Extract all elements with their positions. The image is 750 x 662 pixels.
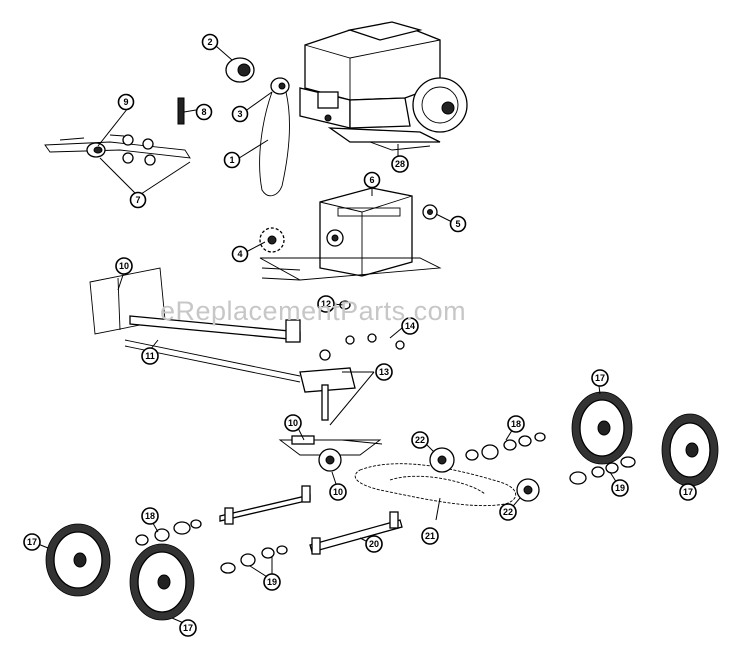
callout-17-left: 17: [23, 533, 41, 551]
callout-3: 3: [231, 105, 249, 123]
bearing-set-left: [135, 519, 202, 546]
callout-17-upper-right: 17: [591, 369, 609, 387]
callout-22-upper: 22: [411, 431, 429, 449]
callout-19-bottom: 19: [263, 573, 281, 591]
svg-text:17: 17: [27, 537, 37, 547]
sprocket-4: [259, 227, 285, 253]
callout-18-left: 18: [141, 507, 159, 525]
axle-upper: [219, 485, 311, 525]
shaft-11: [124, 300, 405, 383]
watermark-text: eReplacementParts.com: [160, 296, 467, 326]
wheel-rear-left: [129, 543, 195, 621]
wheel-front-right: [571, 391, 633, 465]
callout-4: 4: [231, 245, 249, 263]
svg-text:17: 17: [595, 373, 605, 383]
svg-text:7: 7: [135, 195, 140, 205]
svg-text:14: 14: [405, 321, 415, 331]
svg-text:9: 9: [123, 97, 128, 107]
svg-text:10: 10: [288, 418, 298, 428]
svg-text:5: 5: [455, 219, 460, 229]
svg-text:11: 11: [145, 351, 155, 361]
svg-text:12: 12: [321, 299, 331, 309]
sprocket-22-upper: [429, 447, 455, 473]
callout-22-lower: 22: [499, 503, 517, 521]
wheel-front-left: [45, 523, 111, 597]
callout-10-center: 10: [284, 414, 302, 432]
engine-pulley: [225, 57, 290, 95]
callout-12: 12: [317, 295, 335, 313]
engine: [299, 21, 468, 151]
callout-2: 2: [201, 33, 219, 51]
idler-bracket: [44, 97, 191, 166]
bearing-set-right-lower: [569, 456, 636, 485]
callout-28: 28: [391, 155, 409, 173]
bearing-set-19: [220, 545, 288, 574]
callout-21: 21: [421, 527, 439, 545]
svg-text:20: 20: [369, 539, 379, 549]
svg-text:18: 18: [145, 511, 155, 521]
callout-9: 9: [117, 93, 135, 111]
center-spindle: [278, 367, 383, 472]
callout-11: 11: [141, 347, 159, 365]
callout-18-right-upper: 18: [507, 415, 525, 433]
svg-text:8: 8: [201, 107, 206, 117]
svg-text:10: 10: [119, 261, 129, 271]
callout-14: 14: [401, 317, 419, 335]
svg-text:4: 4: [237, 249, 242, 259]
svg-text:13: 13: [379, 367, 389, 377]
callout-5: 5: [449, 215, 467, 233]
transmission: [259, 187, 442, 281]
callout-6: 6: [363, 171, 381, 189]
bearing-set-right-upper: [465, 432, 546, 461]
drive-belt-upper: [259, 91, 290, 197]
svg-text:19: 19: [615, 483, 625, 493]
svg-text:28: 28: [395, 159, 405, 169]
sprocket-22-lower: [516, 478, 540, 502]
svg-text:1: 1: [229, 155, 234, 165]
part-5: [422, 204, 438, 220]
callout-10-plate: 10: [115, 257, 133, 275]
callout-7: 7: [129, 191, 147, 209]
wheel-rear-right: [661, 413, 719, 487]
svg-text:10: 10: [333, 487, 343, 497]
axle-lower-20: [309, 511, 403, 555]
svg-text:17: 17: [683, 487, 693, 497]
callout-17-far-right: 17: [679, 483, 697, 501]
svg-text:19: 19: [267, 577, 277, 587]
callout-1: 1: [223, 151, 241, 169]
callout-13: 13: [375, 363, 393, 381]
callout-10-lower: 10: [329, 483, 347, 501]
svg-text:17: 17: [183, 623, 193, 633]
callout-19-right: 19: [611, 479, 629, 497]
svg-text:18: 18: [511, 419, 521, 429]
callout-17-bottom: 17: [179, 619, 197, 637]
callout-20: 20: [365, 535, 383, 553]
svg-text:6: 6: [369, 175, 374, 185]
svg-text:22: 22: [415, 435, 425, 445]
callout-labels: 1 2 3 4 5 6 7 8 9 10 10 10 11 12 13 14 1…: [23, 33, 697, 637]
callout-8: 8: [195, 103, 213, 121]
svg-text:2: 2: [207, 37, 212, 47]
svg-text:3: 3: [237, 109, 242, 119]
svg-text:21: 21: [425, 531, 435, 541]
svg-text:22: 22: [503, 507, 513, 517]
